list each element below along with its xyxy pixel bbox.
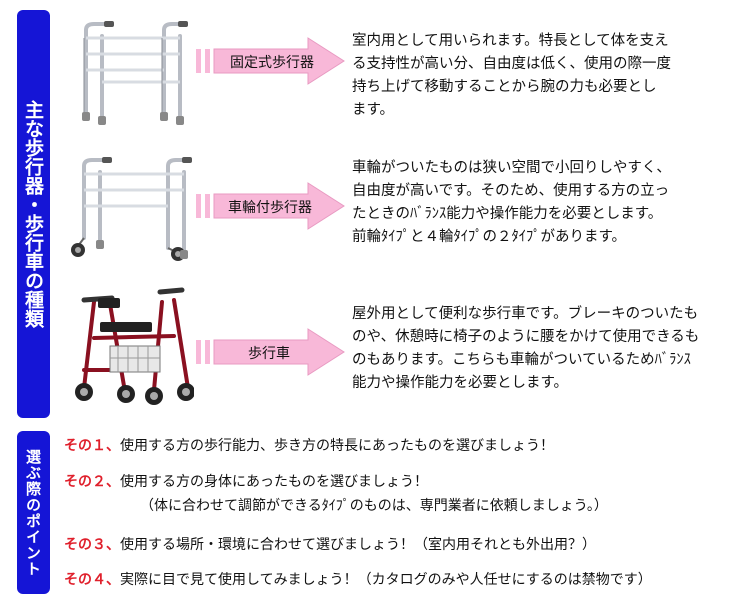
types-title: 主な歩行器・歩行車の種類	[22, 100, 44, 328]
point-note: （体に合わせて調節ができるﾀｲﾌﾟのものは、専門業者に依頼しましょう。）	[140, 495, 608, 515]
walker-label: 固定式歩行器	[230, 55, 314, 71]
wheeled-walker-arrow: 車輪付歩行器	[196, 181, 346, 231]
arrow-shape	[196, 328, 345, 376]
description-line: る支持性が高い分、自由度は低く、使用の際一度	[352, 56, 671, 72]
arrow-shape	[196, 182, 345, 230]
description-line: のもあります。こちらも車輪がついているためﾊﾞﾗﾝｽ	[352, 352, 691, 368]
point-item: その４、実際に目で見て使用してみましょう！（カタログのみや人任せにするのは禁物で…	[64, 569, 652, 589]
description-line: 能力や操作能力を必要とします。	[352, 375, 569, 391]
point-item: その２、使用する方の身体にあったものを選びましょう！	[64, 471, 428, 491]
point-number: その１、	[64, 438, 120, 454]
point-text: 実際に目で見て使用してみましょう！（カタログのみや人任せにするのは禁物です）	[120, 572, 652, 588]
point-number: その４、	[64, 572, 120, 588]
description-line: のや、休憩時に椅子のように腰をかけて使用できるも	[352, 329, 700, 345]
point-item: その３、使用する場所・環境に合わせて選びましょう！（室内用それとも外出用？）	[64, 534, 596, 554]
point-text: 使用する方の歩行能力、歩き方の特長にあったものを選びましょう！	[120, 438, 554, 454]
rollator-image	[75, 287, 194, 405]
description-line: 室内用として用いられます。特長として体を支え	[352, 33, 669, 49]
points-title: 選ぶ際のポイント	[24, 448, 42, 577]
point-item: その１、使用する方の歩行能力、歩き方の特長にあったものを選びましょう！	[64, 435, 554, 455]
fixed-walker-arrow: 固定式歩行器	[196, 36, 346, 86]
description-line: ます。	[352, 102, 395, 118]
point-text: （体に合わせて調節ができるﾀｲﾌﾟのものは、専門業者に依頼しましょう。）	[140, 498, 608, 514]
point-text: 使用する場所・環境に合わせて選びましょう！（室内用それとも外出用？）	[120, 537, 596, 553]
description-line: 車輪がついたものは狭い空間で小回りしやすく、	[352, 160, 671, 176]
description-line: 持ち上げて移動することから腕の力も必要とし	[352, 79, 657, 95]
point-text: 使用する方の身体にあったものを選びましょう！	[120, 474, 428, 490]
description-line: たときのﾊﾞﾗﾝｽ能力や操作能力を必要とします。	[352, 206, 663, 222]
point-number: その３、	[64, 537, 120, 553]
points-title-tab: 選ぶ際のポイント	[17, 431, 50, 594]
point-number: その２、	[64, 474, 120, 490]
description-line: 前輪ﾀｲﾌﾟと４輪ﾀｲﾌﾟの２ﾀｲﾌﾟがあります。	[352, 229, 627, 245]
wheeled-walker-image	[71, 157, 192, 261]
description-line: 自由度が高いです。そのため、使用する方の立っ	[352, 183, 670, 199]
walker-label: 歩行車	[248, 346, 290, 362]
fixed-walker-image	[82, 21, 188, 125]
types-title-tab: 主な歩行器・歩行車の種類	[17, 10, 50, 418]
description-line: 屋外用として便利な歩行車です。ブレーキのついたも	[352, 306, 699, 322]
arrow-shape	[196, 37, 345, 85]
rollator-arrow: 歩行車	[196, 327, 346, 377]
walker-label: 車輪付歩行器	[228, 200, 312, 216]
